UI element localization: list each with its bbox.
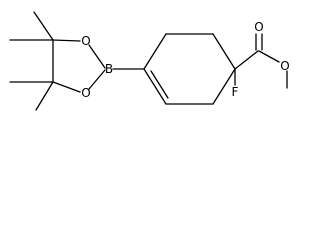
bond-ring-6 (143, 68, 167, 105)
pinacol-methyls (9, 11, 54, 111)
bond-c-o-lower (52, 81, 81, 93)
bond-c-carbonyl (234, 50, 259, 70)
bond-ring-double (150, 70, 169, 99)
bond-b-o-upper (88, 44, 106, 69)
bond-c-o-ester (258, 50, 280, 63)
atom-oxygen-ring-upper: O (81, 34, 90, 48)
atom-fluorine: F (232, 85, 239, 99)
methyl-ester (234, 33, 288, 89)
bond-methyl-1 (33, 11, 54, 41)
bond-ring-3 (212, 33, 236, 70)
bond-ring-1 (143, 33, 167, 70)
structure-diagram: B O O O O F (9, 11, 290, 111)
atom-boron: B (105, 62, 113, 76)
atom-oxygen-carbonyl: O (254, 20, 263, 34)
bond-o-upper-c (52, 39, 81, 42)
bond-o-lower-b (88, 69, 106, 90)
bond-methyl-4 (35, 81, 54, 111)
atom-oxygen-ring-lower: O (81, 86, 90, 100)
cyclohexene-ring (143, 33, 236, 105)
dioxaborolane-ring (52, 39, 106, 93)
atom-oxygen-ester: O (280, 59, 289, 73)
bond-ring-4 (212, 68, 236, 105)
